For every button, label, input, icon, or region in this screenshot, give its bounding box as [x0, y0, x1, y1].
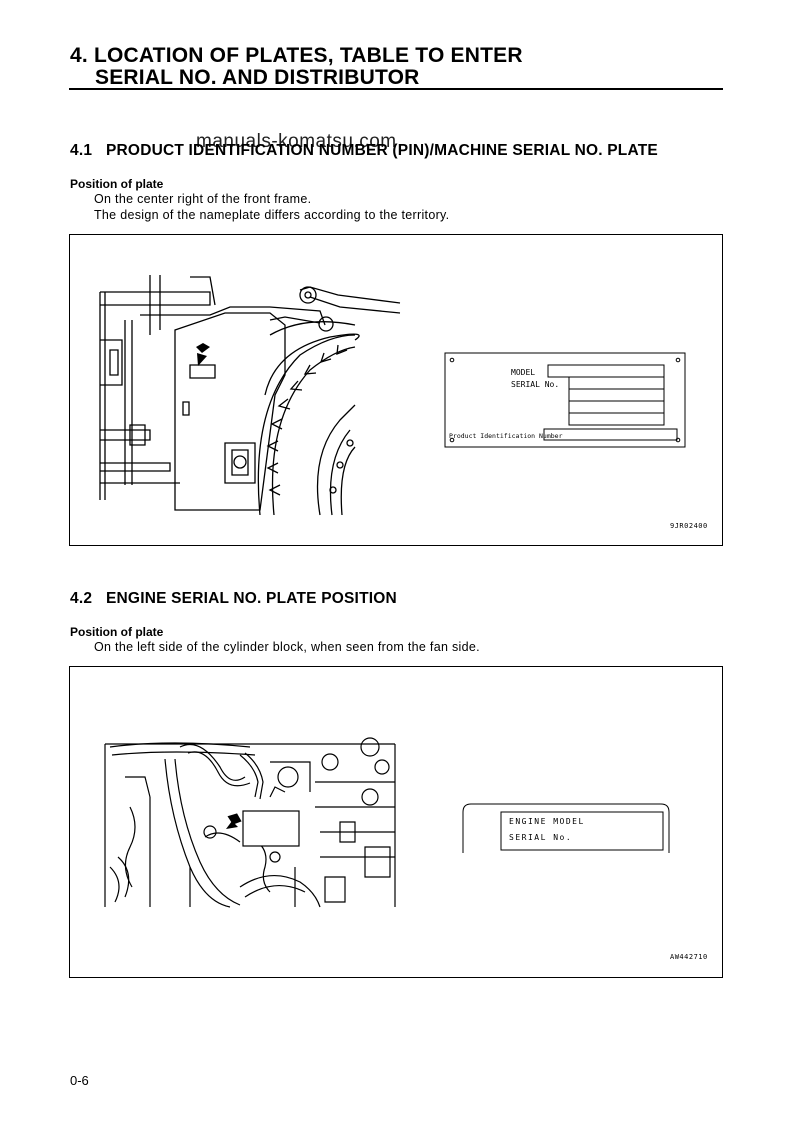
watermark: manuals-komatsu.com	[196, 131, 397, 152]
body-line: On the left side of the cylinder block, …	[94, 640, 480, 654]
section-number: 4.2	[70, 590, 93, 607]
plate-serial-label: SERIAL No.	[511, 380, 559, 389]
section-title: ENGINE SERIAL NO. PLATE POSITION	[106, 590, 397, 607]
figure-code: AW442710	[670, 953, 708, 961]
page-title: 4. LOCATION OF PLATES, TABLE TO ENTER	[70, 44, 523, 67]
section-4-1-heading: 4.1 PRODUCT IDENTIFICATION NUMBER (PIN)/M…	[70, 142, 658, 160]
page-number: 0-6	[70, 1073, 89, 1088]
section-title: PRODUCT IDENTIFICATION NUMBER (PIN)/MACH…	[106, 142, 658, 159]
figure-engine-plate: ENGINE MODEL SERIAL No. AW442710	[69, 666, 723, 978]
page-title-line2: SERIAL NO. AND DISTRIBUTOR	[95, 66, 420, 89]
engine-model-label: ENGINE MODEL	[509, 817, 585, 826]
body-line: The design of the nameplate differs acco…	[94, 208, 450, 222]
engine-cylinder-block-illustration: ENGINE MODEL SERIAL No. AW442710	[104, 737, 708, 961]
engine-serial-label: SERIAL No.	[509, 833, 572, 842]
engine-nameplate: ENGINE MODEL SERIAL No.	[462, 803, 670, 853]
figure-pin-plate: MODEL SERIAL No. Product Identification …	[69, 234, 723, 546]
figure-code: 9JR02400	[670, 522, 708, 530]
plate-model-label: MODEL	[511, 368, 535, 377]
title-rule	[69, 88, 723, 90]
section-4-2-heading: 4.2 ENGINE SERIAL NO. PLATE POSITION	[70, 590, 397, 608]
position-of-plate-label: Position of plate	[70, 177, 164, 191]
machine-nameplate: MODEL SERIAL No. Product Identification …	[444, 352, 686, 448]
section-number: 4.1	[70, 142, 93, 159]
body-line: On the center right of the front frame.	[94, 192, 312, 206]
machine-front-frame-illustration: MODEL SERIAL No. Product Identification …	[99, 275, 708, 530]
plate-pin-label: Product Identification Number	[449, 432, 563, 440]
position-of-plate-label: Position of plate	[70, 625, 164, 639]
